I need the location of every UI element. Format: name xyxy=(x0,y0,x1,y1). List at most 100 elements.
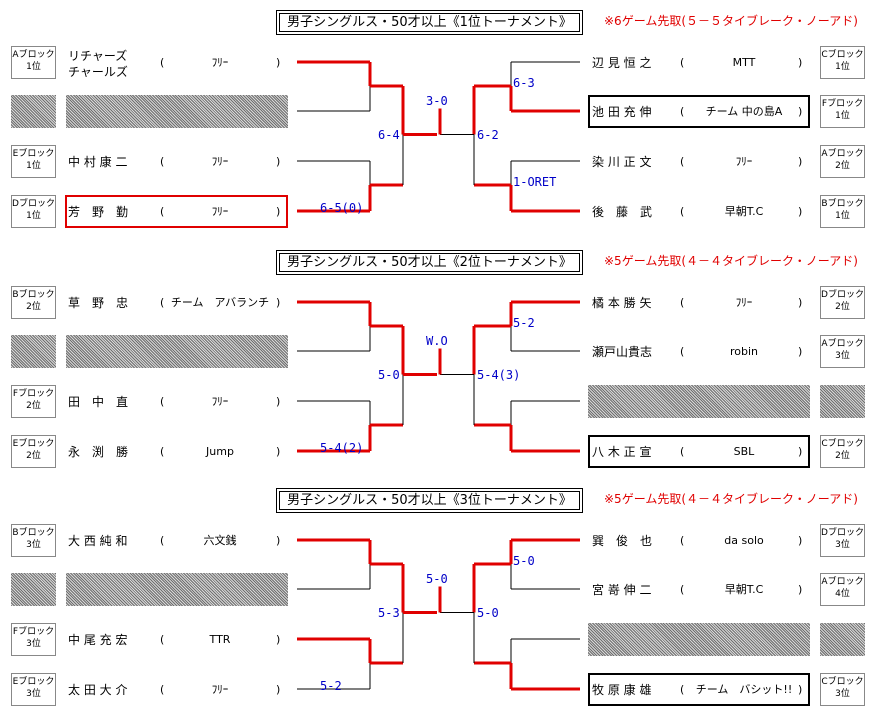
badge-block: Fブロック xyxy=(12,627,55,637)
left-team-paren-close: ) xyxy=(276,683,281,696)
score-right-r1b: 1-ORET xyxy=(513,175,557,189)
right-block-badge: Aブロック 4位 xyxy=(820,573,865,606)
left-team-paren-open: ( xyxy=(160,56,165,69)
right-team-paren-close: ) xyxy=(798,296,803,309)
score-final: 5-0 xyxy=(426,571,448,586)
score-left-semi: 5-3 xyxy=(378,605,400,620)
right-team-paren-open: ( xyxy=(680,345,685,358)
left-player-name: 永 渕 勝 xyxy=(68,445,129,459)
left-team-paren-close: ) xyxy=(276,445,281,458)
right-team-paren-close: ) xyxy=(798,105,803,118)
score-right-r1: 6-3 xyxy=(513,76,535,90)
left-team-paren-open: ( xyxy=(160,534,165,547)
badge-block: Dブロック xyxy=(821,528,864,538)
badge-block: Dブロック xyxy=(12,199,55,209)
score-left-r1: 6-5(0) xyxy=(320,201,364,215)
left-block-badge: Fブロック 2位 xyxy=(11,385,56,418)
score-right-semi: 5-0 xyxy=(477,605,499,620)
right-empty-badge xyxy=(820,623,865,656)
badge-rank: 2位 xyxy=(835,451,850,461)
score-right-r1: 5-2 xyxy=(513,316,535,330)
right-bye-slot xyxy=(588,385,810,418)
right-highlight-box xyxy=(588,95,810,128)
badge-rank: 2位 xyxy=(26,302,41,312)
left-player-name: 太 田 大 介 xyxy=(68,683,128,697)
left-player-name: 中 村 康 二 xyxy=(68,155,128,169)
badge-block: Aブロック xyxy=(821,577,864,587)
badge-rank: 2位 xyxy=(26,451,41,461)
badge-block: Aブロック xyxy=(12,50,55,60)
left-empty-badge xyxy=(11,335,56,368)
right-player-name: 巽 俊 也 xyxy=(592,534,653,548)
right-team-name: SBL xyxy=(733,445,755,458)
badge-rank: 3位 xyxy=(835,351,850,361)
badge-rank: 1位 xyxy=(26,62,41,72)
badge-rank: 4位 xyxy=(835,589,850,599)
section-title: 男子シングルス・50才以上《3位トーナメント》 xyxy=(276,488,583,513)
badge-rank: 2位 xyxy=(835,161,850,171)
badge-rank: 1位 xyxy=(835,62,850,72)
badge-block: Cブロック xyxy=(821,677,864,687)
match-rule-note: ※6ゲーム先取(５－５タイブレーク・ノーアド) xyxy=(604,14,858,28)
left-player-name: 草 野 忠 xyxy=(68,296,129,310)
badge-block: Fブロック xyxy=(12,389,55,399)
left-team-paren-open: ( xyxy=(160,683,165,696)
badge-rank: 3位 xyxy=(835,540,850,550)
right-team-paren-close: ) xyxy=(798,683,803,696)
badge-rank: 2位 xyxy=(26,401,41,411)
score-final: 3-0 xyxy=(426,93,448,108)
right-team-name: 早朝T.C xyxy=(724,583,764,596)
right-team-paren-open: ( xyxy=(680,205,685,218)
right-team-paren-close: ) xyxy=(798,205,803,218)
badge-rank: 3位 xyxy=(26,689,41,699)
right-player-name: 橘 本 勝 矢 xyxy=(592,296,652,310)
right-team-name: チーム 中の島A xyxy=(705,105,783,118)
right-player-name: 瀬戸山貴志 xyxy=(592,345,653,359)
left-bye-slot xyxy=(66,95,288,128)
right-team-paren-close: ) xyxy=(798,155,803,168)
left-player-name: リチャーズ チャールズ xyxy=(68,49,128,79)
left-block-badge: Bブロック 2位 xyxy=(11,286,56,319)
right-bye-slot xyxy=(588,623,810,656)
left-team-paren-close: ) xyxy=(276,534,281,547)
left-bye-slot xyxy=(66,573,288,606)
score-right-r1: 5-0 xyxy=(513,554,535,568)
right-highlight-box xyxy=(588,435,810,468)
right-team-name: ﾌﾘｰ xyxy=(735,155,753,168)
score-left-semi: 6-4 xyxy=(378,127,400,142)
left-team-paren-open: ( xyxy=(160,155,165,168)
left-team-name: ﾌﾘｰ xyxy=(211,155,229,168)
right-team-paren-close: ) xyxy=(798,583,803,596)
badge-rank: 2位 xyxy=(835,302,850,312)
badge-rank: 1位 xyxy=(835,211,850,221)
score-right-semi: 5-4(3) xyxy=(477,367,521,382)
right-team-paren-open: ( xyxy=(680,534,685,547)
badge-block: Aブロック xyxy=(821,149,864,159)
left-team-paren-open: ( xyxy=(160,205,165,218)
left-bye-slot xyxy=(66,335,288,368)
right-player-name: 牧 原 康 雄 xyxy=(592,683,652,697)
right-team-paren-open: ( xyxy=(680,583,685,596)
right-player-name: 八 木 正 宣 xyxy=(592,445,652,459)
left-team-paren-close: ) xyxy=(276,395,281,408)
section-title: 男子シングルス・50才以上《2位トーナメント》 xyxy=(276,250,583,275)
badge-block: Bブロック xyxy=(12,290,55,300)
left-team-name: ﾌﾘｰ xyxy=(211,205,229,218)
right-team-paren-close: ) xyxy=(798,534,803,547)
score-left-semi: 5-0 xyxy=(378,367,400,382)
right-player-name: 染 川 正 文 xyxy=(592,155,652,169)
left-team-name: TTR xyxy=(209,633,231,646)
right-team-paren-open: ( xyxy=(680,683,685,696)
match-rule-note: ※5ゲーム先取(４－４タイブレーク・ノーアド) xyxy=(604,254,858,268)
left-empty-badge xyxy=(11,95,56,128)
left-player-name: 芳 野 勤 xyxy=(68,205,129,219)
